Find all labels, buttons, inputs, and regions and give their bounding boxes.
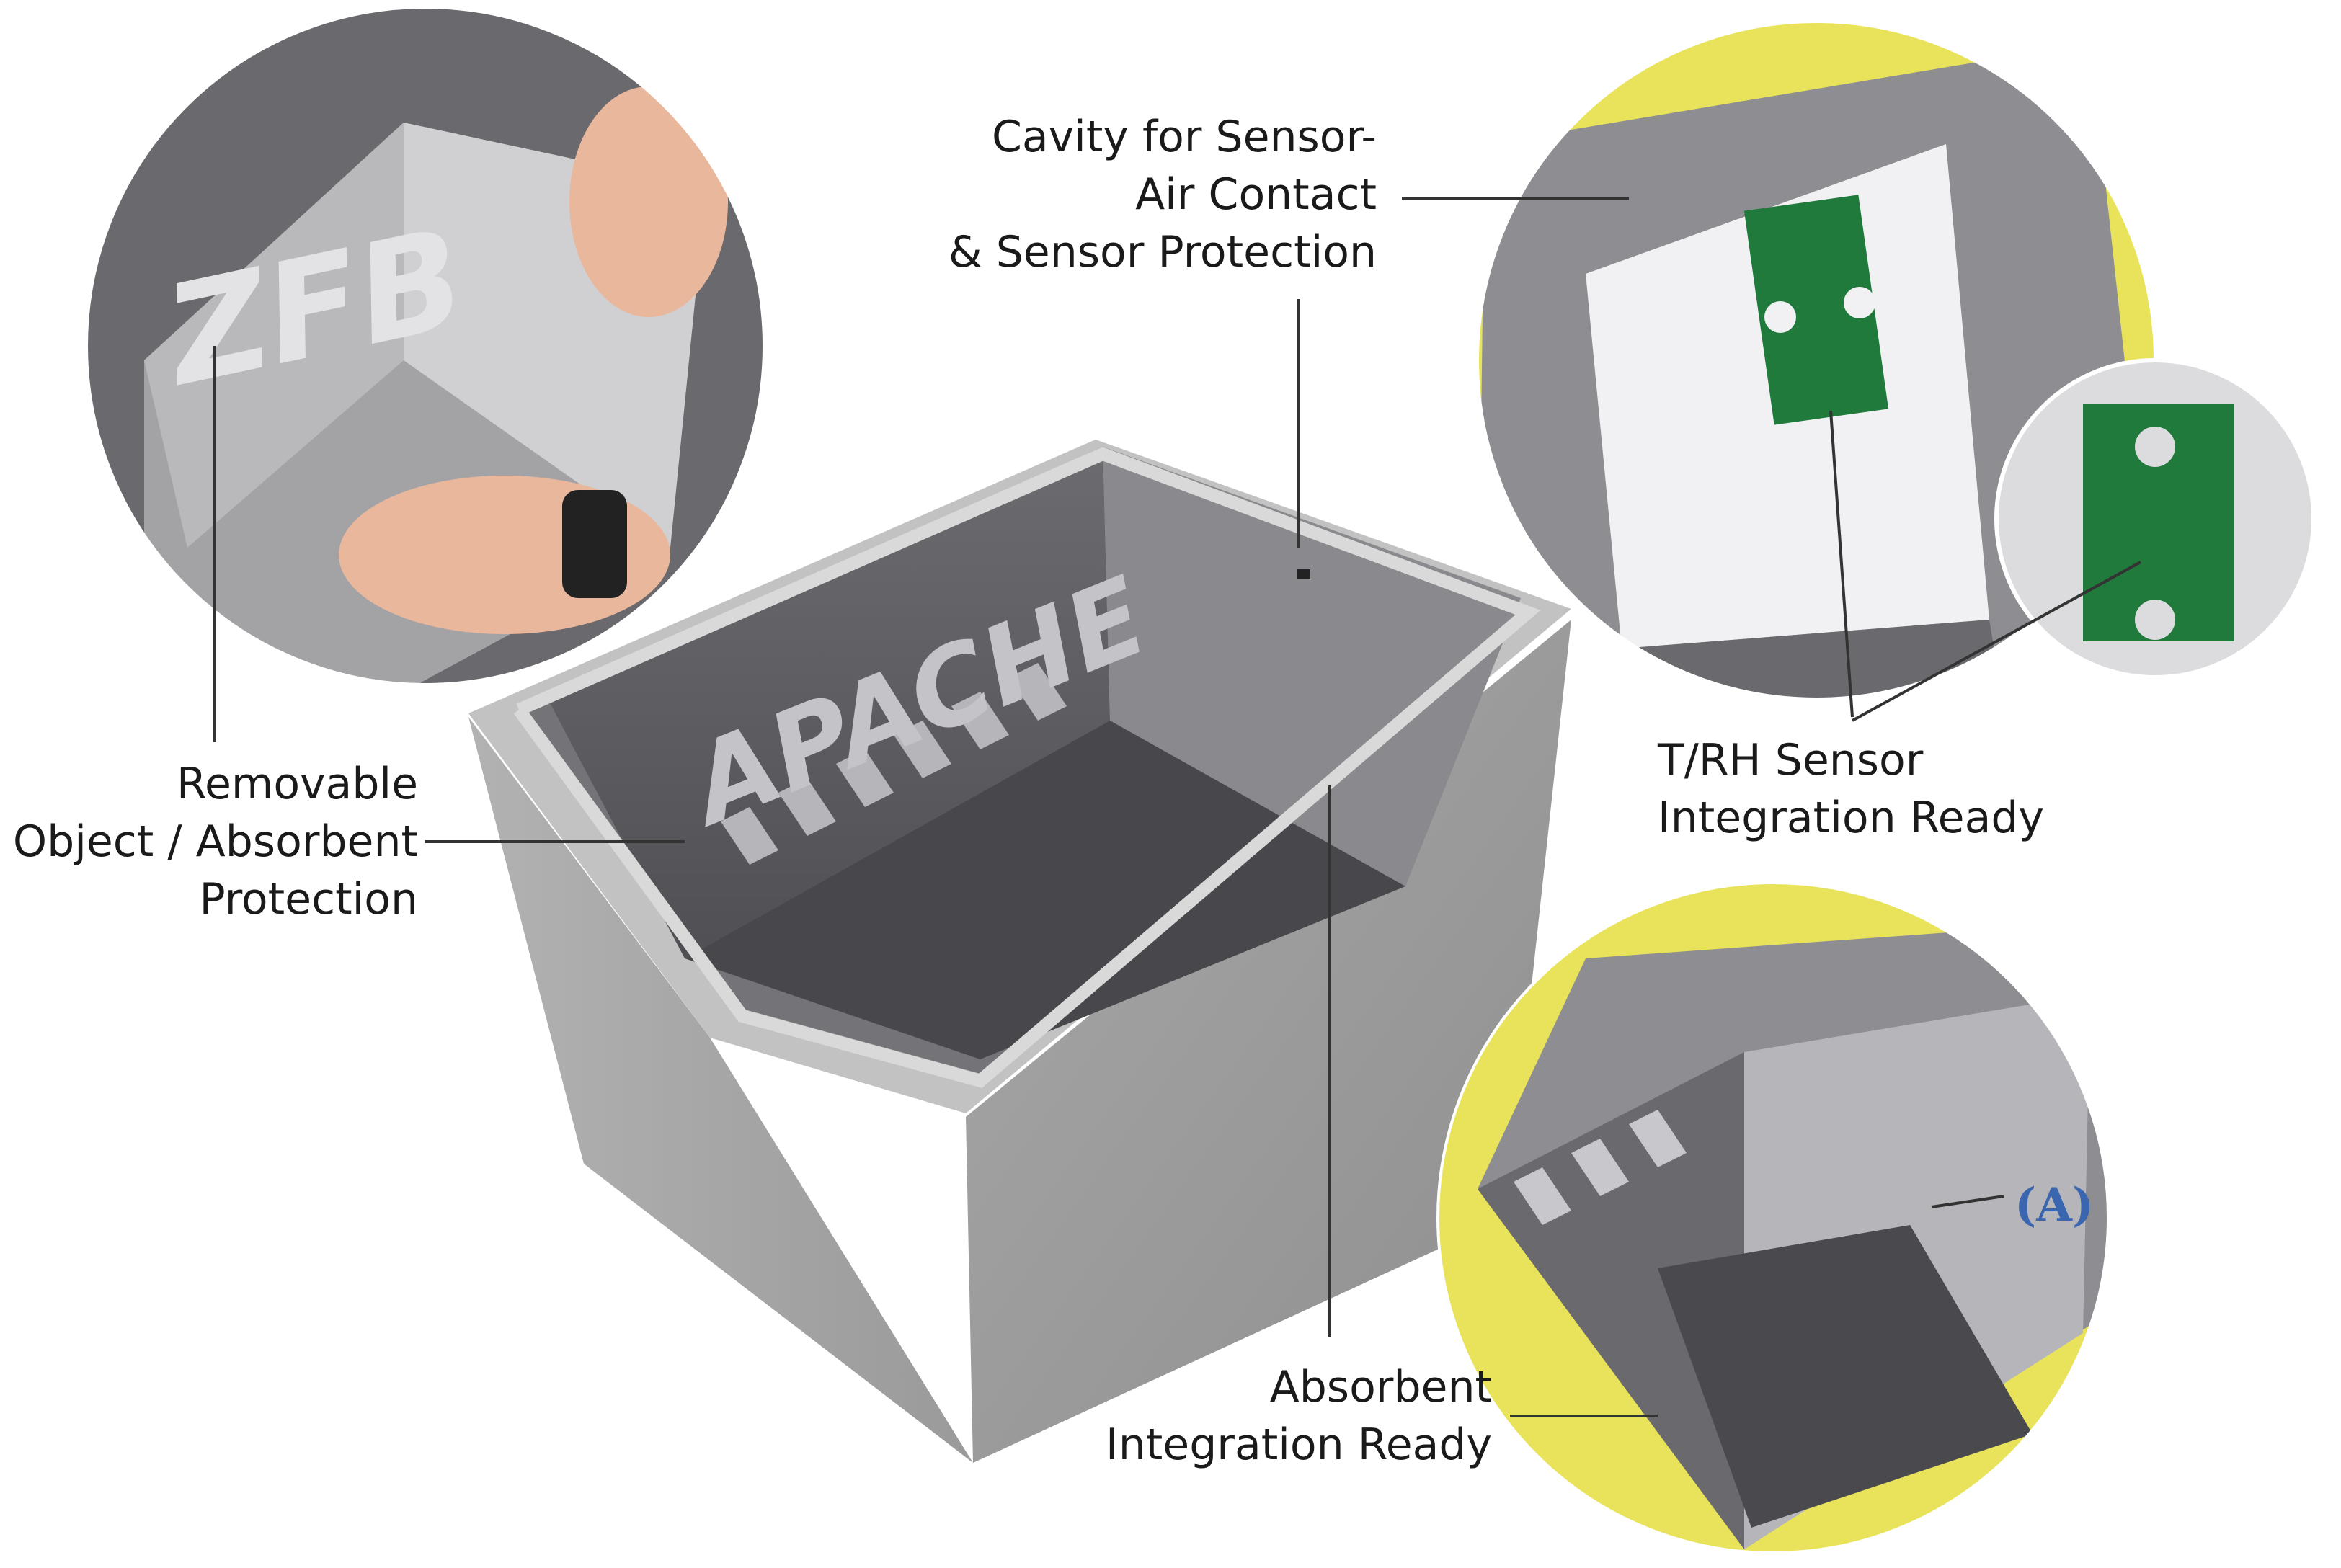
leader-marker bbox=[1931, 1195, 2004, 1208]
inner-back-wall bbox=[548, 447, 1110, 958]
inset-removable-insert: ZFB bbox=[86, 7, 764, 685]
pcb-board bbox=[1743, 195, 1889, 425]
callout-absorbent: Absorbent Integration Ready bbox=[1067, 1358, 1492, 1474]
leader-sensor-1 bbox=[1829, 410, 1854, 718]
inset-pcb-closeup bbox=[1996, 360, 2314, 677]
stripe-cutouts bbox=[721, 663, 1067, 865]
inset-absorbent bbox=[1438, 883, 2108, 1553]
inner-right-wall bbox=[1103, 447, 1521, 886]
inner-floor bbox=[685, 721, 1405, 1059]
callout-absorbent-line2: Integration Ready bbox=[1106, 1420, 1492, 1470]
callout-cavity-line1: Cavity for Sensor- bbox=[992, 112, 1377, 162]
callout-sensor: T/RH Sensor Integration Ready bbox=[1658, 731, 2105, 847]
callout-removable-line2: Object / Absorbent bbox=[12, 816, 418, 867]
leader-lines bbox=[213, 197, 2141, 1417]
callout-removable-line1: Removable bbox=[176, 759, 418, 809]
callout-absorbent-line1: Absorbent bbox=[1269, 1362, 1492, 1412]
callout-removable-line3: Protection bbox=[199, 874, 418, 925]
callout-cavity-line2: Air Contact bbox=[1135, 169, 1377, 220]
leader-sensor-2 bbox=[1852, 561, 2141, 722]
callout-cavity: Cavity for Sensor- Air Contact & Sensor … bbox=[930, 108, 1377, 281]
sensor-cavity-slot bbox=[1297, 569, 1310, 579]
callout-sensor-line2: Integration Ready bbox=[1658, 793, 2044, 843]
marker-a-label: (A) bbox=[2014, 1178, 2095, 1232]
callout-removable: Removable Object / Absorbent Protection bbox=[7, 755, 418, 928]
main-box: APACHE bbox=[468, 440, 1571, 1463]
box-left-face bbox=[468, 717, 973, 1463]
callout-cavity-line3: & Sensor Protection bbox=[948, 227, 1377, 277]
insert-rim bbox=[513, 447, 1541, 1088]
callout-sensor-line1: T/RH Sensor bbox=[1658, 735, 1924, 785]
